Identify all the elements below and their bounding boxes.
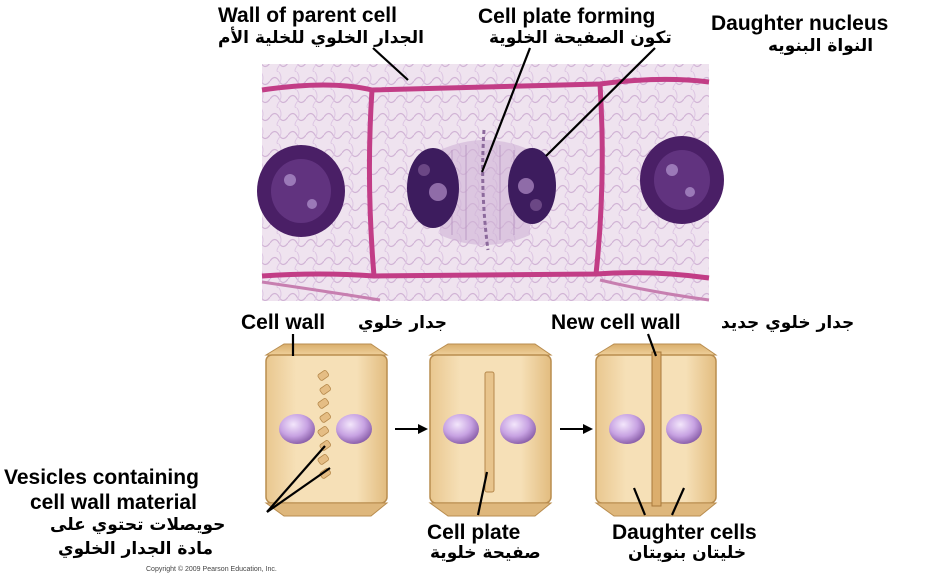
plate-forming-label-ar: تكون الصفيحة الخلوية: [489, 30, 672, 47]
daughter-cells-label-ar: خليتان بنويتان: [628, 545, 746, 562]
vesicles-label-ar-line2: مادة الجدار الخلوي: [58, 541, 213, 558]
diagram-cell-3: [596, 344, 716, 516]
vesicles-label-ar-line1: حويصلات تحتوي على: [50, 517, 225, 534]
copyright-text: Copyright © 2009 Pearson Education, Inc.: [146, 566, 277, 573]
diagram-cell-2: [430, 344, 551, 516]
arrow-1: [395, 424, 428, 434]
new-cell-wall-label-en: New cell wall: [551, 312, 681, 333]
vesicles-label-en-line2: cell wall material: [30, 492, 197, 513]
plate-forming-label-en: Cell plate forming: [478, 6, 655, 27]
wall-parent-label-en: Wall of parent cell: [218, 5, 397, 26]
arrow-2: [560, 424, 593, 434]
vesicles-label-en-line1: Vesicles containing: [4, 467, 199, 488]
diagram-cell-1: [266, 344, 387, 516]
daughter-nucleus-label-en: Daughter nucleus: [711, 13, 888, 34]
cell-plate-label-en: Cell plate: [427, 522, 520, 543]
daughter-cells-label-en: Daughter cells: [612, 522, 757, 543]
cell-wall-label-en: Cell wall: [241, 312, 325, 333]
cell-plate-label-ar: صفيحة خلوية: [430, 545, 541, 562]
new-cell-wall-label-ar: جدار خلوي جديد: [721, 315, 854, 332]
micrograph: [257, 64, 724, 301]
cell-wall-label-ar: جدار خلوي: [358, 315, 447, 332]
wall-parent-label-ar: الجدار الخلوي للخلية الأم: [218, 30, 424, 47]
daughter-nucleus-label-ar: النواة البنويه: [768, 38, 873, 55]
